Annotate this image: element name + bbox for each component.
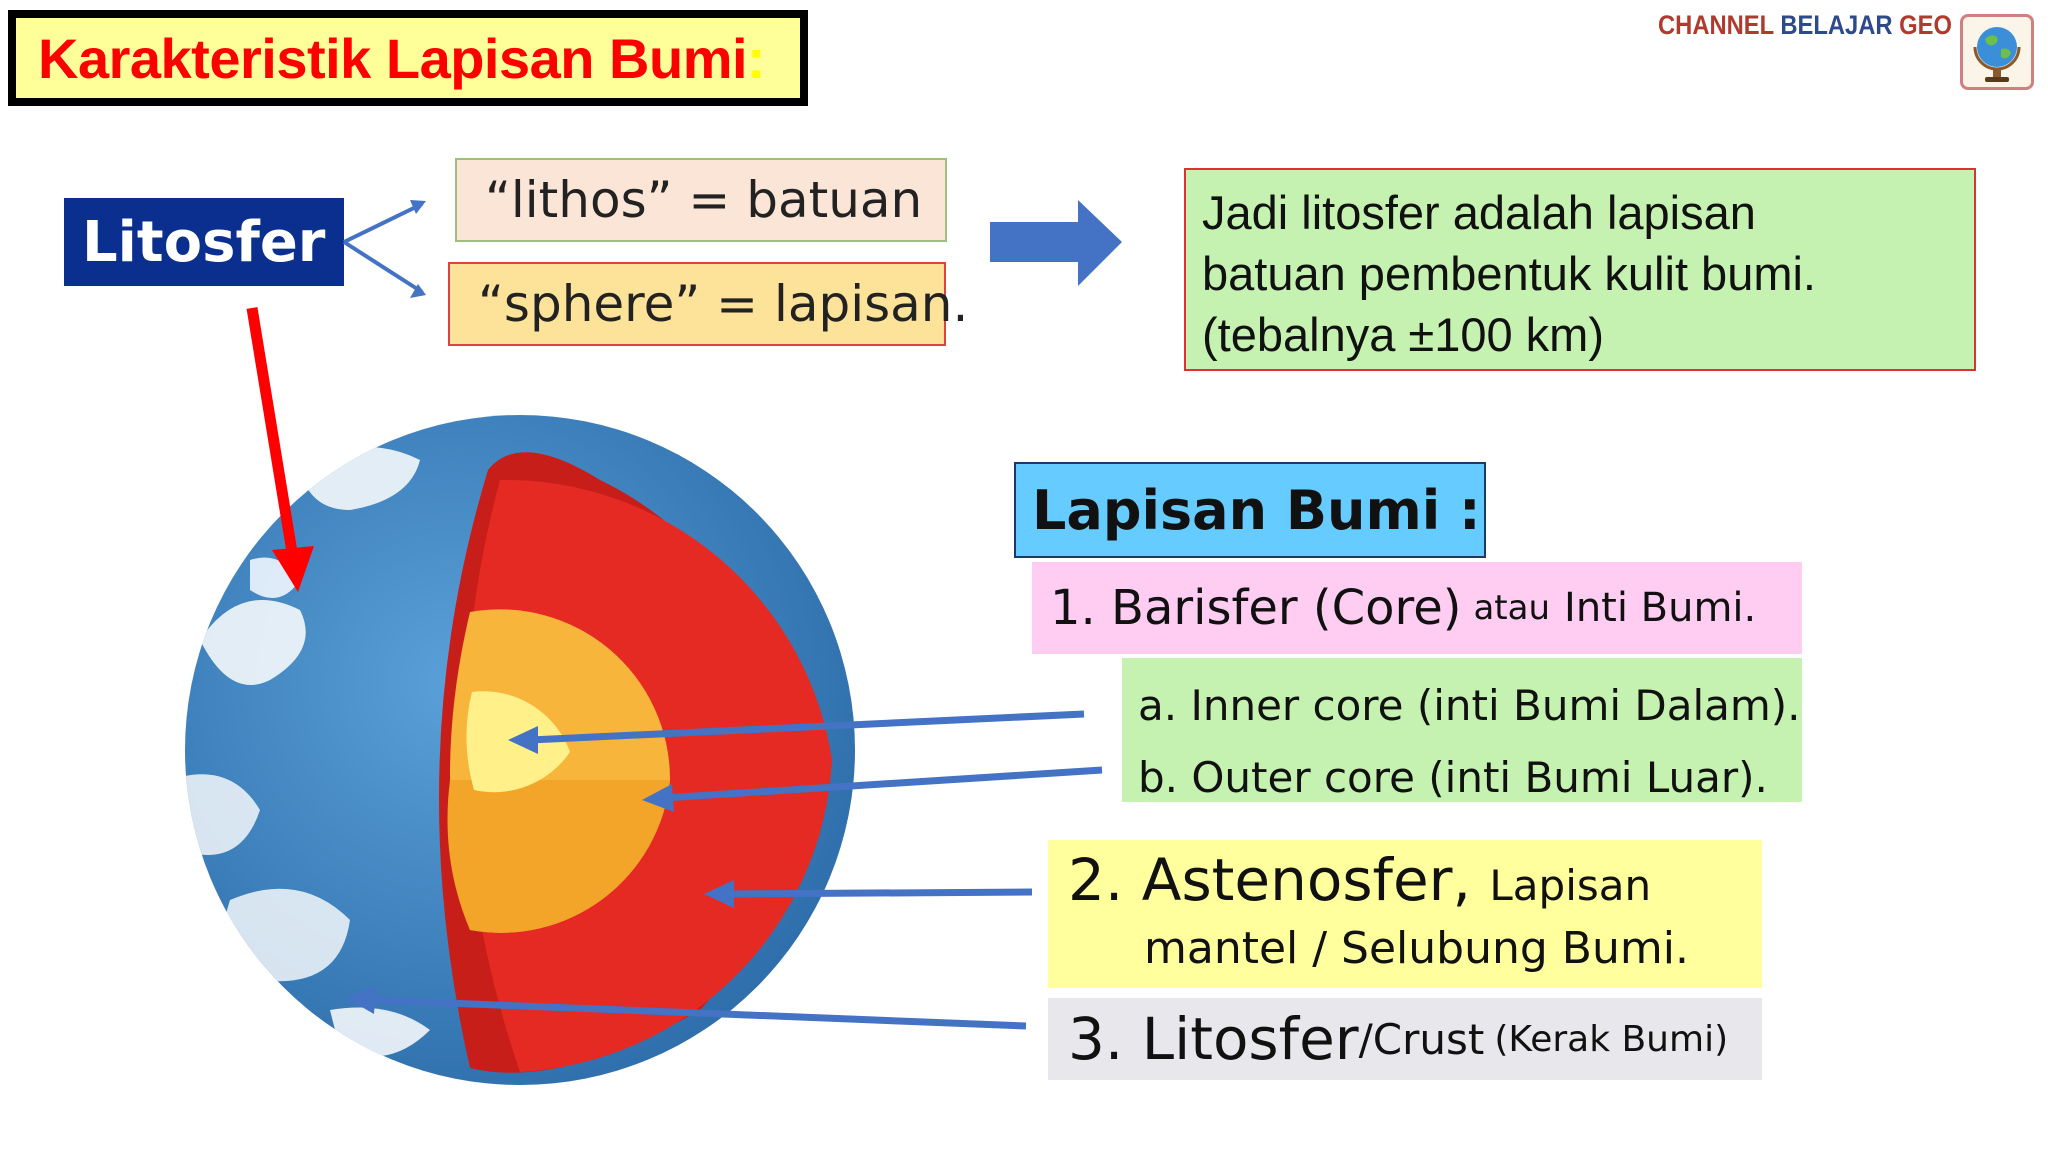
channel-name-part2: BELAJAR [1780,10,1893,40]
arrowhead-icon [642,784,674,812]
astenosfer-item: 2. Astenosfer, Lapisan mantel / Selubung… [1048,840,1762,988]
slide-title-box: Karakteristik Lapisan Bumi: [8,10,808,106]
astenosfer-line2: mantel / Selubung Bumi. [1144,923,1689,974]
astenosfer-main: 2. Astenosfer, [1068,846,1471,914]
barisfer-item: 1. Barisfer (Core) atau Inti Bumi. [1032,562,1802,654]
arrowhead-icon [704,880,734,908]
earth-cutaway [185,415,855,1085]
red-arrow-icon [246,307,314,592]
core-subitems: a. Inner core (inti Bumi Dalam). b. Oute… [1122,658,1802,802]
channel-name-part3: GEO [1892,10,1952,40]
litosfer-label: Litosfer [64,198,344,286]
earth-clouds [185,447,430,1057]
inner-core-item: a. Inner core (inti Bumi Dalam). [1138,681,1801,730]
sphere-definition: “sphere” = lapisan. [448,262,968,346]
crust-mid: /Crust [1358,1014,1485,1064]
conclusion-line-3: (tebalnya ±100 km) [1202,308,1604,361]
lapisan-bumi-header: Lapisan Bumi : [1014,462,1486,558]
earth-ocean [185,415,855,1085]
slide-title-colon: : [747,26,766,90]
outer-core-pointer [663,766,1103,802]
slide-title: Karakteristik Lapisan Bumi [38,26,748,90]
crust-main: 3. Litosfer [1068,1005,1359,1073]
conclusion-box: Jadi litosfer adalah lapisan batuan pemb… [1184,168,1976,371]
outer-core-item: b. Outer core (inti Bumi Luar). [1138,753,1768,802]
globe-icon [1960,14,2034,90]
astenosfer-small: Lapisan [1489,861,1652,910]
channel-name: CHANNEL BELAJAR GEO [1658,10,1952,50]
pointer-arrows [346,710,1103,1030]
conclusion-line-1: Jadi litosfer adalah lapisan [1202,186,1756,239]
crust-edge [438,452,790,1073]
mantle-layer [464,479,832,1073]
arrowhead-icon [410,200,426,214]
lithos-definition: “lithos” = batuan [455,158,947,242]
barisfer-small: atau [1473,588,1551,628]
outer-core-layer [450,609,671,933]
split-arrow-icon [342,202,424,294]
arrowhead-icon [410,284,426,298]
astenosfer-pointer [727,888,1033,898]
block-arrow-icon [990,200,1122,286]
outer-core-lower [447,780,670,933]
arrowhead-icon [346,986,376,1014]
inner-core-layer [466,691,570,793]
globe-icon-graphic [1973,27,2021,82]
barisfer-main: 1. Barisfer (Core) [1050,580,1462,636]
crust-small: (Kerak Bumi) [1494,1018,1729,1060]
inner-core-pointer [529,710,1085,744]
barisfer-rest: Inti Bumi. [1564,585,1757,631]
litosfer-crust-item: 3. Litosfer/Crust(Kerak Bumi) [1048,998,1762,1080]
arrowhead-icon [508,726,538,754]
channel-name-part1: CHANNEL [1658,10,1781,40]
conclusion-line-2: batuan pembentuk kulit bumi. [1202,247,1816,300]
litosfer-pointer [369,996,1027,1030]
